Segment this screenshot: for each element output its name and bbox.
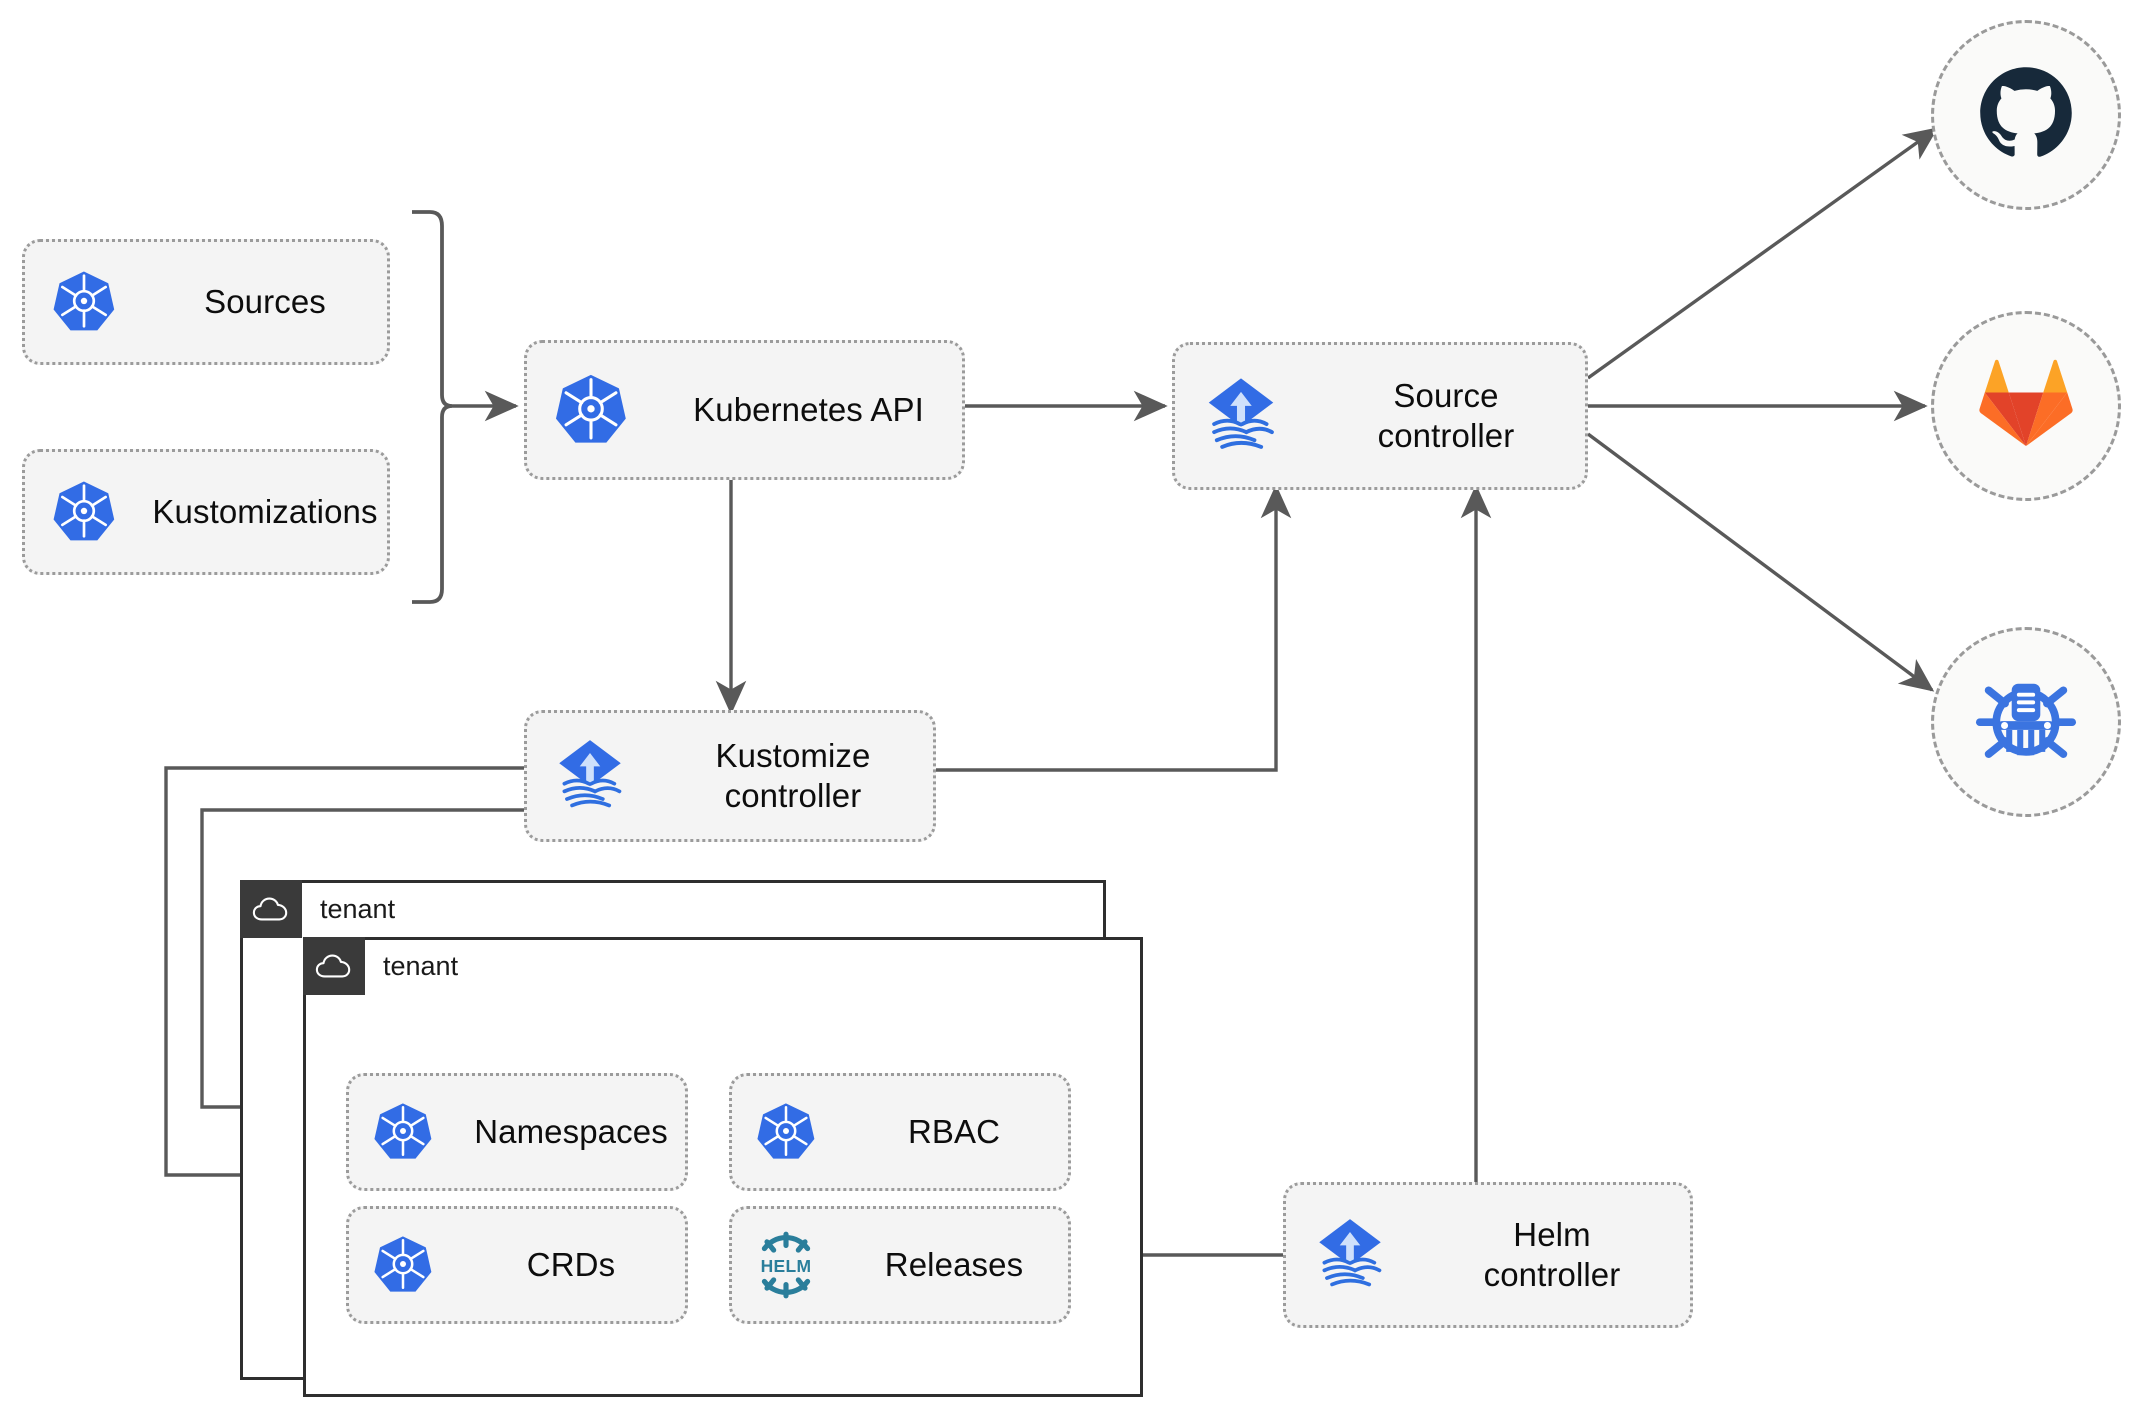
node-helm-controller[interactable]: Helm controller [1283,1182,1693,1328]
tenant-panel-front[interactable]: tenant Namespaces [303,937,1143,1397]
node-releases[interactable]: HELM Releases [729,1206,1071,1324]
edge-kustomize-source [936,484,1292,772]
kubernetes-icon [25,269,143,335]
external-github[interactable] [1931,20,2121,210]
node-rbac[interactable]: RBAC [729,1073,1071,1191]
helm-icon: HELM [732,1228,840,1302]
external-gitlab[interactable] [1931,311,2121,501]
edge-brace [412,210,453,604]
edge-source-registry [1586,432,1935,692]
edge-source-github [1587,127,1939,380]
node-sources[interactable]: Sources [22,239,390,365]
svg-text:HELM: HELM [761,1256,812,1276]
flux-icon [1175,373,1307,459]
node-label: Kustomizations [152,492,378,530]
node-label: CRDs [526,1245,616,1283]
flux-icon [527,735,653,817]
flux-icon [1286,1214,1414,1296]
node-source-controller[interactable]: Source controller [1172,342,1588,490]
node-label: Helm controller [1483,1215,1621,1293]
external-helm-repository[interactable] [1931,627,2121,817]
github-icon [1974,61,2078,170]
tenant-header: tenant [240,880,395,938]
kubernetes-icon [527,372,655,448]
kubernetes-icon [25,479,143,545]
kubernetes-icon [732,1101,840,1163]
node-kustomizations[interactable]: Kustomizations [22,449,390,575]
node-label: Kustomize controller [715,736,871,814]
node-namespaces[interactable]: Namespaces [346,1073,688,1191]
kubernetes-icon [349,1101,457,1163]
node-label: Source controller [1377,376,1515,454]
node-label: Namespaces [474,1112,668,1150]
node-label: RBAC [907,1112,1001,1150]
node-crds[interactable]: CRDs [346,1206,688,1324]
cloud-icon [303,937,365,995]
gitlab-icon [1978,358,2074,455]
node-label: Sources [204,282,326,320]
cloud-icon [240,880,302,938]
helm-registry-icon [1971,665,2081,780]
tenant-header: tenant [303,937,458,995]
node-kubernetes-api[interactable]: Kubernetes API [524,340,965,480]
node-label: Releases [884,1245,1024,1283]
tenant-label: tenant [320,893,396,924]
node-kustomize-controller[interactable]: Kustomize controller [524,710,936,842]
kubernetes-icon [349,1234,457,1296]
tenant-label: tenant [383,950,459,981]
node-label: Kubernetes API [693,390,924,428]
